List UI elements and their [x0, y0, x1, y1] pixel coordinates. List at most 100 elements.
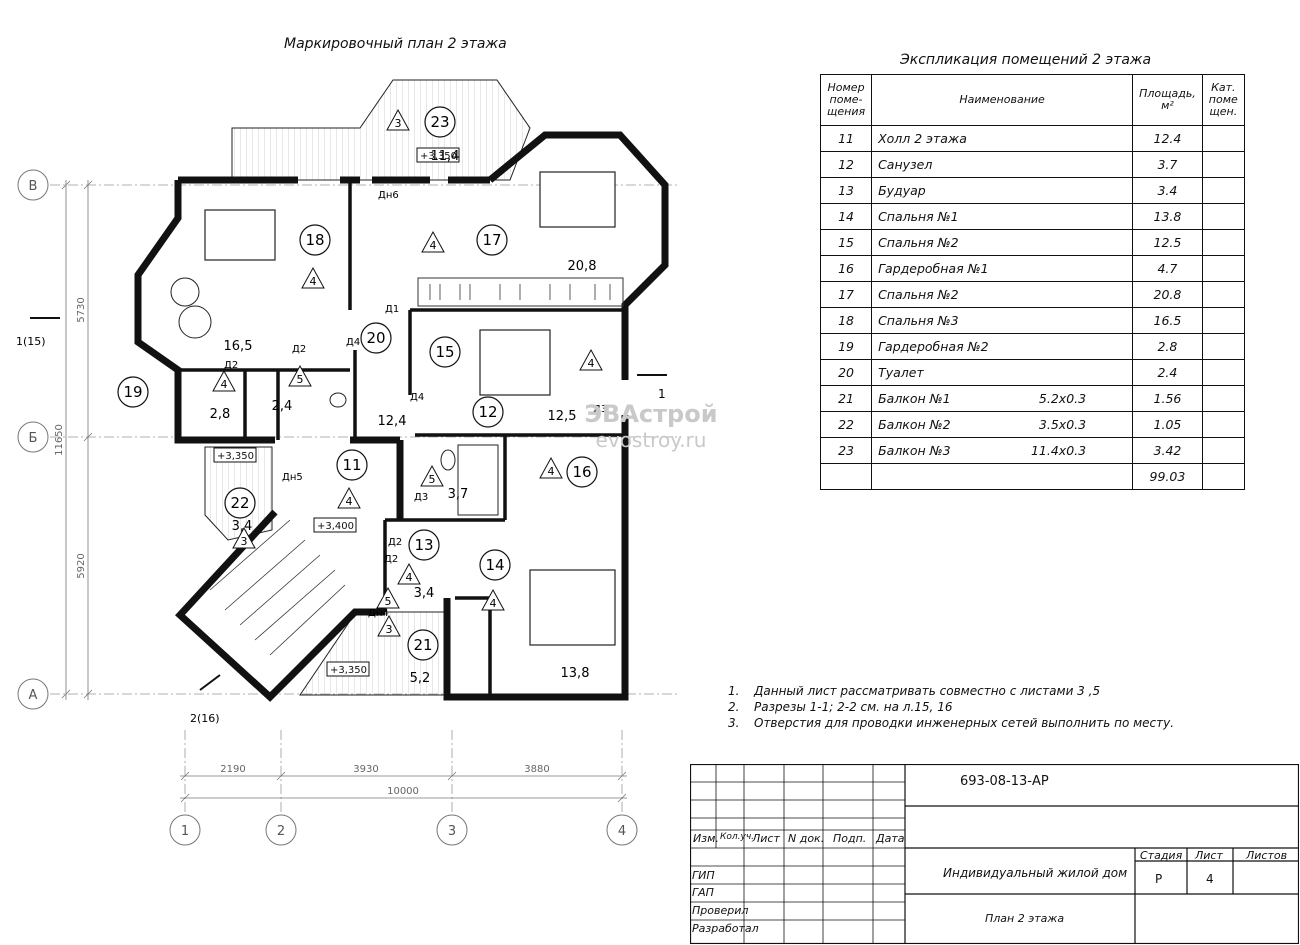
col-data: Дата — [876, 832, 905, 845]
room-num-cell: 23 — [819, 437, 873, 464]
role-gap: ГАП — [692, 886, 714, 899]
room-name-cell: Спальня №2 — [871, 281, 1134, 308]
room-area: 2,8 — [210, 407, 231, 422]
room-bubble — [117, 376, 149, 408]
col-num-header: Номер поме-щения — [819, 74, 873, 126]
col-kol-uch: Кол.уч. — [720, 832, 755, 842]
room-number: 16 — [572, 463, 591, 481]
col-area-header: Площадь, м² — [1132, 74, 1203, 126]
room-num-cell: 22 — [819, 411, 873, 438]
door-label: Дн4 — [368, 608, 389, 619]
dim-11650: 11650 — [54, 424, 65, 456]
axis-bubble-3: 3 — [436, 814, 468, 846]
room-name-cell: Санузел — [871, 151, 1134, 178]
floor-type-triangle — [212, 369, 236, 392]
level-mark: +3,350 — [330, 665, 367, 676]
room-area-cell: 16.5 — [1132, 307, 1203, 334]
room-cat-cell — [1201, 307, 1245, 334]
role-developed: Разработал — [692, 922, 759, 935]
plan-title: Маркировочный план 2 этажа — [284, 36, 507, 52]
room-bubble — [336, 449, 368, 481]
door-label: Д2 — [292, 344, 306, 355]
room-bubble — [299, 224, 331, 256]
door-label: Д2 — [388, 537, 402, 548]
svg-text:В: В — [29, 179, 38, 194]
room-area-cell: 2.8 — [1132, 333, 1203, 360]
svg-text:1: 1 — [181, 824, 189, 839]
floor-type-number: 5 — [297, 373, 304, 386]
room-area-cell: 1.05 — [1132, 411, 1203, 438]
axis-bubble-v: В — [17, 169, 49, 201]
sheet-title: План 2 этажа — [985, 912, 1065, 925]
svg-text:3: 3 — [448, 824, 456, 839]
table-header-row: Номер поме-щения Наименование Площадь, м… — [819, 74, 1245, 126]
floor-type-number: 4 — [406, 571, 413, 584]
level-mark: +3,350 — [420, 151, 457, 162]
stage-value: Р — [1155, 872, 1163, 886]
room-num-cell: 11 — [819, 125, 873, 152]
explication-table: Номер поме-щения Наименование Площадь, м… — [819, 74, 1245, 490]
floor-type-triangle — [301, 266, 325, 289]
floor-type-number: 3 — [395, 117, 402, 130]
svg-text:А: А — [29, 688, 38, 703]
floor-type-triangle — [376, 586, 400, 609]
room-num-cell: 14 — [819, 203, 873, 230]
room-num-cell: 16 — [819, 255, 873, 282]
total-row: 99.03 — [819, 463, 1245, 490]
room-area: 3,7 — [448, 487, 469, 502]
room-area: 2,4 — [272, 399, 293, 414]
floor-type-triangle — [397, 562, 421, 585]
room-cat-cell — [1201, 359, 1245, 386]
floor-type-number: 3 — [386, 623, 393, 636]
room-num-cell: 20 — [819, 359, 873, 386]
section-1-ref: 1(15) — [16, 335, 46, 348]
sheet-label: Лист — [1195, 849, 1223, 862]
floor-type-triangle — [420, 464, 444, 487]
room-area: 11,4 — [431, 149, 460, 164]
room-bubble — [566, 456, 598, 488]
room-number: 15 — [435, 343, 454, 361]
project-name: Индивидуальный жилой дом — [943, 866, 1128, 880]
room-number: 18 — [305, 231, 324, 249]
door-label: Д4 — [410, 392, 424, 403]
watermark-url: evostroy.ru — [595, 428, 707, 452]
room-number: 19 — [123, 383, 142, 401]
room-cat-cell — [1201, 151, 1245, 178]
dim-3930: 3930 — [353, 764, 378, 775]
col-cat-header: Кат. поме щен. — [1201, 74, 1245, 126]
floor-type-number: 4 — [490, 597, 497, 610]
room-area: 3,4 — [414, 586, 435, 601]
room-area: 12,4 — [378, 414, 407, 429]
room-cat-cell — [1201, 229, 1245, 256]
floor-type-number: 4 — [310, 275, 317, 288]
note-item: 3.Отверстия для проводки инженерных сете… — [728, 716, 1175, 730]
door-label: Д1 — [385, 304, 399, 315]
watermark: ЭВАстрой evostroy.ru — [566, 400, 736, 452]
room-area-cell: 2.4 — [1132, 359, 1203, 386]
room-area: 3,4 — [232, 519, 253, 534]
room-number: 22 — [230, 494, 249, 512]
svg-text:4: 4 — [618, 824, 626, 839]
room-number: 17 — [482, 231, 501, 249]
room-cat-cell — [1201, 255, 1245, 282]
dim-10000: 10000 — [387, 786, 419, 797]
axis-bubble-4: 4 — [606, 814, 638, 846]
dim-5920: 5920 — [76, 553, 87, 578]
dim-5730: 5730 — [76, 297, 87, 322]
note-item: 2.Разрезы 1-1; 2-2 см. на л.15, 16 — [728, 700, 953, 714]
room-area-cell: 12.4 — [1132, 125, 1203, 152]
floor-type-triangle — [377, 614, 401, 637]
axis-bubble-1: 1 — [169, 814, 201, 846]
dim-3880: 3880 — [524, 764, 549, 775]
